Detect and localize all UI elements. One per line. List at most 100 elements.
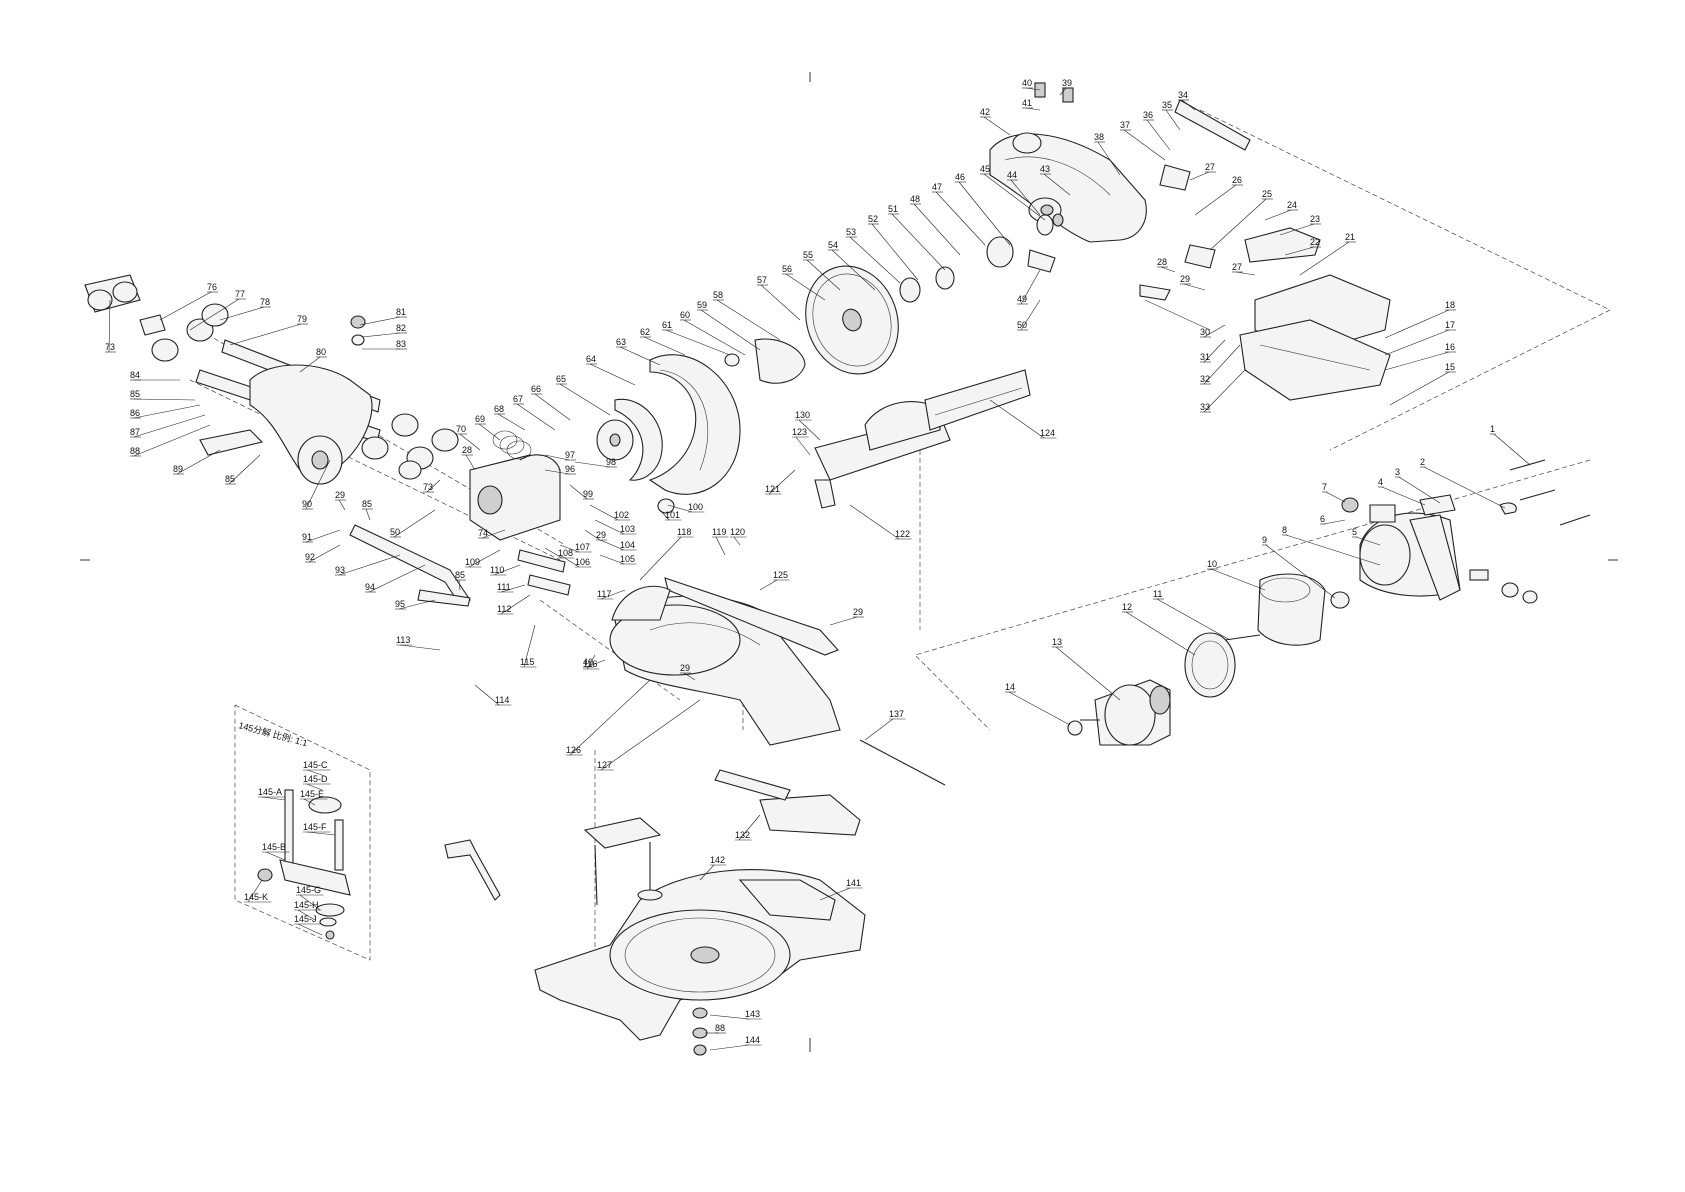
part-label-17: 17 (1384, 320, 1456, 356)
part-number: 65 (556, 374, 566, 384)
part-label-4: 4 (1378, 477, 1426, 506)
part-number: 145-D (303, 774, 328, 784)
part-number: 59 (697, 300, 707, 310)
part-number: 85 (130, 389, 140, 399)
part-number: 43 (1040, 164, 1050, 174)
leader-line (1010, 179, 1041, 216)
part-number: 125 (773, 570, 788, 580)
part-label-70: 70 (456, 424, 481, 451)
part-label-85c: 85 (362, 499, 373, 521)
part-label-33: 33 (1200, 369, 1246, 413)
part-label-25: 25 (1209, 189, 1273, 251)
part-number: 86 (130, 408, 140, 418)
part-number: 77 (235, 289, 245, 299)
part-number: 113 (396, 635, 410, 645)
part-label-47: 47 (932, 182, 986, 246)
leader-line (265, 851, 286, 861)
part-number: 49 (1017, 294, 1027, 304)
leader-line (1025, 107, 1041, 111)
part-number: 9 (1262, 535, 1267, 545)
part-label-61: 61 (662, 320, 731, 356)
leader-line (297, 909, 316, 921)
leader-line (733, 536, 741, 546)
part-number: 88 (715, 1023, 725, 1033)
leader-line (829, 616, 858, 626)
part-number: 58 (713, 290, 723, 300)
leader-line (913, 203, 961, 256)
part-label-137: 137 (864, 709, 906, 741)
leader-line (639, 536, 682, 581)
part-number: 105 (620, 554, 635, 564)
part-number: 118 (677, 527, 691, 537)
part-label-124: 124 (989, 399, 1057, 439)
part-number: 119 (712, 527, 726, 537)
leader-line (474, 684, 500, 706)
part-label-29c: 29 (584, 529, 607, 541)
part-number: 78 (260, 297, 270, 307)
part-number: 29 (680, 663, 690, 673)
part-number: 102 (614, 510, 629, 520)
part-label-52: 52 (868, 214, 919, 281)
part-label-56: 56 (782, 264, 826, 301)
part-label-28a: 28 (1157, 257, 1176, 273)
part-number: 108 (558, 548, 573, 558)
part-number: 120 (730, 527, 745, 537)
part-label-51: 51 (888, 204, 946, 271)
part-number: 57 (757, 275, 767, 285)
part-label-141: 141 (819, 878, 863, 901)
leader-line (1203, 324, 1226, 338)
part-number: 47 (932, 182, 942, 192)
part-number: 29 (335, 490, 345, 500)
leader-line (798, 419, 821, 441)
part-number: 29 (596, 530, 606, 540)
part-number: 110 (490, 565, 504, 575)
part-label-60: 60 (680, 310, 746, 356)
part-label-143: 143 (709, 1009, 762, 1020)
part-label-69: 69 (475, 414, 501, 441)
part-number: 10 (1207, 559, 1217, 569)
part-label-113: 113 (396, 635, 441, 651)
part-number: 121 (765, 484, 780, 494)
part-number: 94 (365, 582, 375, 592)
part-label-83: 83 (362, 339, 407, 350)
leader-line (497, 413, 526, 431)
part-number: 68 (494, 404, 504, 414)
leader-line (935, 191, 986, 246)
leader-line (699, 864, 715, 881)
part-number: 106 (575, 557, 590, 567)
leader-line (305, 459, 331, 510)
leader-line (559, 544, 580, 553)
part-label-57: 57 (757, 275, 801, 321)
part-number: 87 (130, 427, 140, 437)
part-number: 27 (1232, 262, 1242, 272)
part-label-93: 93 (335, 554, 401, 576)
part-number: 28 (462, 445, 472, 455)
part-number: 17 (1445, 320, 1455, 330)
leader-line (1156, 598, 1231, 641)
leader-line (983, 173, 1046, 221)
part-label-95: 95 (395, 599, 436, 610)
part-number: 45 (980, 164, 990, 174)
part-number: 85 (225, 474, 235, 484)
leader-line (1284, 246, 1315, 256)
part-label-118: 118 (639, 527, 694, 581)
leader-line (1125, 611, 1196, 656)
leader-line (849, 236, 901, 284)
part-number: 46 (955, 172, 965, 182)
part-number: 122 (895, 529, 910, 539)
leader-line (1384, 329, 1450, 356)
part-label-39: 39 (1059, 78, 1073, 96)
part-label-119: 119 (712, 527, 729, 556)
part-number: 90 (302, 499, 312, 509)
part-number: 91 (302, 532, 312, 542)
leader-line (700, 309, 761, 351)
part-number: 145-K (244, 892, 268, 902)
part-label-41: 41 (1022, 98, 1041, 111)
leader-line (559, 383, 611, 416)
leader-line (574, 461, 611, 468)
leader-line (643, 336, 686, 356)
part-label-91: 91 (302, 529, 341, 543)
leader-line (1264, 209, 1292, 221)
part-number: 7 (1322, 482, 1327, 492)
leader-line (500, 594, 531, 615)
